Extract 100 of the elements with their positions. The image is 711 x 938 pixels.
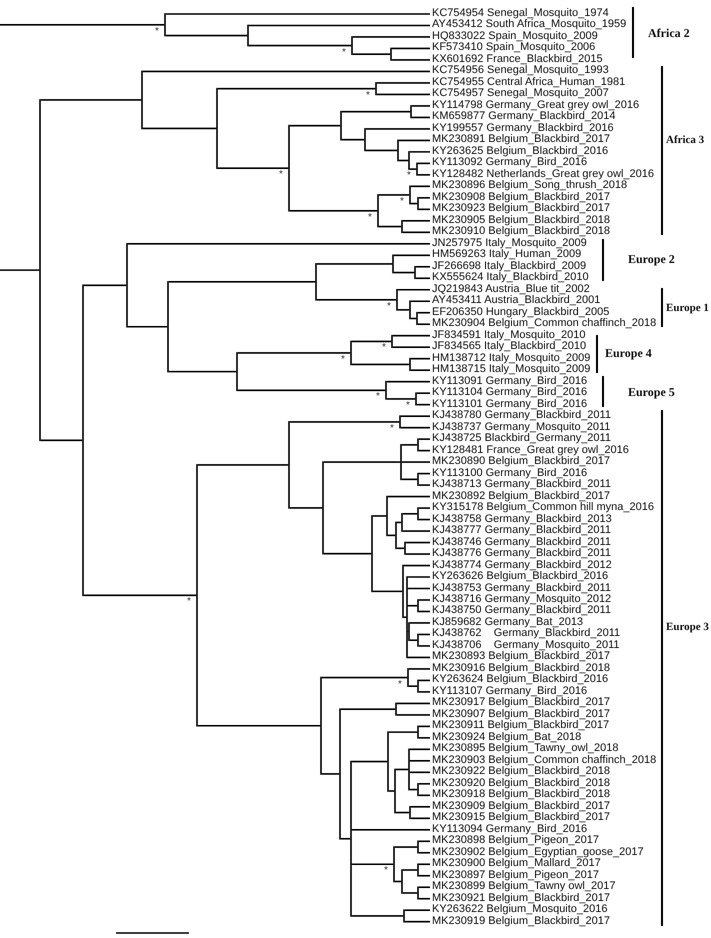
tree-branch <box>410 806 430 808</box>
sequence-label: KX601692 France_Blackbird_2015 <box>432 52 603 66</box>
tree-branch <box>352 863 394 866</box>
sequence-label: KJ438725 Blackbird_Germany_2011 <box>432 432 611 446</box>
sequence-label: MK230909 Belgium_Blackbird_2017 <box>432 800 610 813</box>
sequence-label: KC754954 Senegal_Mosquito_1974 <box>432 7 609 20</box>
tree-branch <box>340 838 350 840</box>
sequence-label: KJ438753 Germany_Blackbird_2011 <box>432 582 611 594</box>
bootstrap-asterisk: * <box>376 392 380 402</box>
tree-branch <box>352 364 410 366</box>
sequence-label: MK230890 Belgium_Blackbird_2017 <box>432 455 610 468</box>
sequence-label: MK230922 Belgium_Blackbird_2018 <box>432 765 610 778</box>
tree-branch <box>406 542 430 544</box>
tree-branch <box>418 737 430 739</box>
sequence-label: KX555624 Italy_Blackbird_2010 <box>432 271 589 284</box>
tree-branch <box>418 450 430 452</box>
sequence-label: HM138712 Italy_Mosquito_2009 <box>432 352 590 365</box>
tree-branch <box>238 390 386 392</box>
sequence-label: MK230891 Belgium_Blackbird_2017 <box>432 133 610 146</box>
tree-branch <box>402 220 430 222</box>
tree-branch <box>0 24 164 26</box>
clade-label: Europe 5 <box>628 385 675 399</box>
sequence-label: KY113100 Germany_Bird_2016 <box>432 466 588 480</box>
sequence-label: MK230904 Belgium_Common chaffinch_2018 <box>432 317 656 330</box>
tree-branch <box>398 160 408 162</box>
sequence-label: KY263625 Belgium_Blackbird_2016 <box>432 144 608 158</box>
tree-branch <box>402 444 418 446</box>
sequence-label: KJ859682 Germany_Bat_2013 <box>432 616 584 629</box>
tree-branch <box>398 140 430 142</box>
sequence-label: HM569263 Italy_Human_2009 <box>432 248 582 262</box>
tree-branch <box>410 818 430 820</box>
tree-branch <box>410 369 430 371</box>
bootstrap-asterisk: * <box>390 424 394 434</box>
tree-branch <box>290 210 378 212</box>
sequence-label: KY315178 Belgium_Common hill myna_2016 <box>432 501 654 514</box>
sequence-label: JQ219843 Austria_Blue tit_2002 <box>432 282 590 296</box>
tree-branch <box>418 174 430 176</box>
tree-branch <box>342 138 364 140</box>
tree-branch <box>392 59 430 61</box>
tree-branch <box>418 691 430 693</box>
tree-branch <box>410 622 430 624</box>
sequence-label: MK230918 Belgium_Blackbird_2018 <box>432 788 610 802</box>
bootstrap-asterisk: * <box>400 196 404 207</box>
tree-branch <box>400 426 430 428</box>
tree-branch <box>404 564 430 566</box>
tree-branch <box>352 36 430 38</box>
tree-branch <box>290 507 322 509</box>
bootstrap-asterisk: * <box>187 597 191 608</box>
tree-branch <box>418 518 430 520</box>
tree-branch <box>388 790 394 792</box>
sequence-label: KY263626 Belgium_Blackbird_2016 <box>432 570 608 583</box>
sequence-label: KY113091 Germany_Bird_2016 <box>432 374 588 388</box>
tree-branch <box>418 863 430 866</box>
tree-branch <box>412 116 430 118</box>
tree-branch <box>166 34 248 36</box>
sequence-label: MK230895 Belgium_Tawny_owl_2018 <box>432 742 619 756</box>
clade-label: Africa 3 <box>666 133 704 147</box>
tree-branch <box>396 768 408 770</box>
tree-branch <box>366 128 430 130</box>
tree-branch <box>340 708 396 710</box>
tree-branch <box>352 340 392 342</box>
tree-branch <box>404 909 430 912</box>
tree-branch <box>378 194 410 196</box>
tree-branch <box>410 760 430 762</box>
tree-branch <box>408 668 430 670</box>
sequence-label: JF266698 Italy_Blackbird_2009 <box>432 260 586 273</box>
tree-branch <box>388 496 430 498</box>
clade-label: Europe 4 <box>605 346 652 360</box>
sequence-label: KJ438706 Germany_Mosquito_2011 <box>432 638 620 652</box>
sequence-label: HM138715 Italy_Mosquito_2009 <box>432 363 590 376</box>
tree-branch <box>324 552 372 554</box>
sequence-label: KC754957 Senegal_Mosquito_2007 <box>432 87 609 100</box>
tree-branch <box>388 731 418 733</box>
sequence-label: MK230899 Belgium_Tawny owl_2017 <box>432 880 616 894</box>
tree-branch <box>198 724 320 727</box>
bootstrap-asterisk: * <box>342 48 346 58</box>
sequence-label: MK230893 Belgium_Blackbird_2017 <box>432 650 610 664</box>
sequence-label: KJ438776 Germany_Blackbird_2011 <box>432 547 611 560</box>
tree-branch <box>418 472 430 474</box>
tree-branch <box>238 352 350 354</box>
tree-branch <box>372 515 386 517</box>
sequence-label: MK230916 Belgium_Blackbird_2018 <box>432 662 610 675</box>
tree-branch <box>166 13 430 15</box>
sequence-label: MK230920 Belgium_Blackbird_2018 <box>432 776 610 790</box>
tree-branch <box>402 513 418 515</box>
tree-branch <box>352 53 390 56</box>
sequence-label: MK230921 Belgium_Blackbird_2017 <box>432 892 610 905</box>
bootstrap-asterisk: * <box>382 343 386 354</box>
clade-label: Africa 2 <box>648 26 690 40</box>
tree-branch <box>142 70 430 72</box>
tree-branch <box>392 346 430 348</box>
sequence-label: KY128482 Netherlands_Great grey owl_2016 <box>432 168 654 181</box>
bootstrap-asterisk: * <box>366 90 370 101</box>
sequence-label: JF834591 Italy_Mosquito_2010 <box>432 328 586 342</box>
sequence-label: MK230908 Belgium_Blackbird_2017 <box>432 190 610 204</box>
tree-branch <box>418 208 430 210</box>
sequence-label: MK230898 Belgium_Pigeon_2017 <box>432 834 599 848</box>
tree-branch <box>372 590 402 592</box>
tree-branch <box>418 783 430 785</box>
bootstrap-asterisk: * <box>279 170 283 180</box>
